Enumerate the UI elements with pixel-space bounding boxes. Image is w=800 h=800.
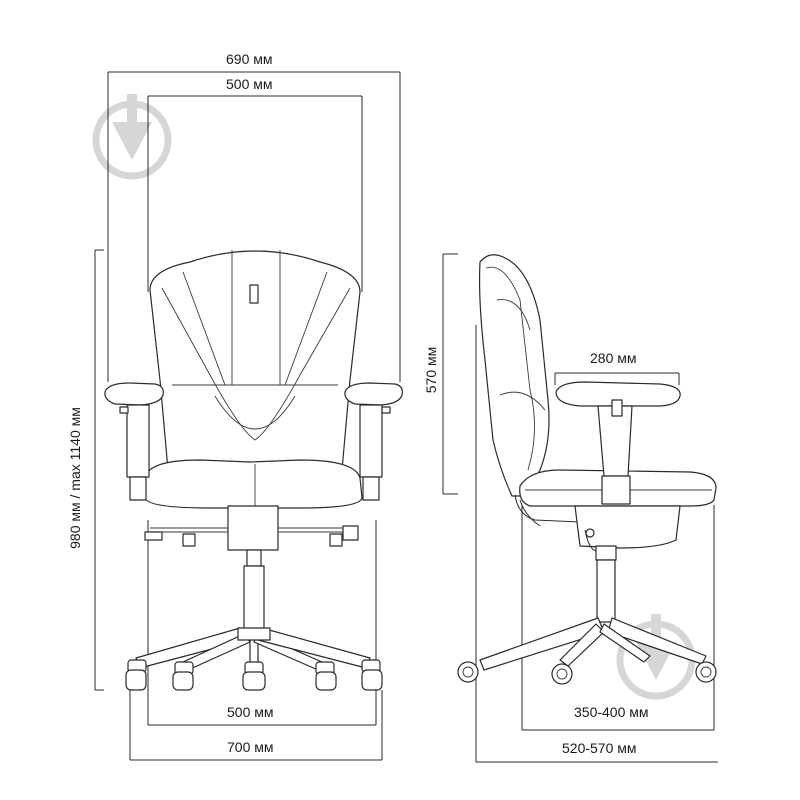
side-seat-depth-label: 350-400 мм	[574, 704, 649, 720]
front-dimension-lines	[94, 71, 401, 761]
castor	[172, 661, 194, 691]
castor	[315, 661, 337, 691]
castor	[457, 661, 479, 683]
front-overall-width-label: 690 мм	[226, 51, 273, 67]
castor	[361, 659, 383, 691]
download-watermark-icon	[92, 94, 172, 180]
side-total-depth-label: 520-570 мм	[562, 740, 637, 756]
front-base-outer-label: 700 мм	[227, 739, 274, 755]
side-chair-drawing	[457, 254, 717, 685]
side-armrest-length-label: 280 мм	[590, 350, 637, 366]
castor	[242, 661, 266, 691]
side-dimension-lines	[442, 253, 718, 763]
front-height-label: 980 мм / max 1140 мм	[67, 407, 83, 549]
castor	[695, 661, 717, 683]
side-back-height-label: 570 мм	[423, 346, 439, 394]
castor	[125, 659, 147, 691]
front-base-inner-label: 500 мм	[227, 704, 274, 720]
castor	[551, 663, 573, 685]
front-chair-drawing	[104, 250, 403, 691]
front-seat-width-label: 500 мм	[226, 76, 273, 92]
